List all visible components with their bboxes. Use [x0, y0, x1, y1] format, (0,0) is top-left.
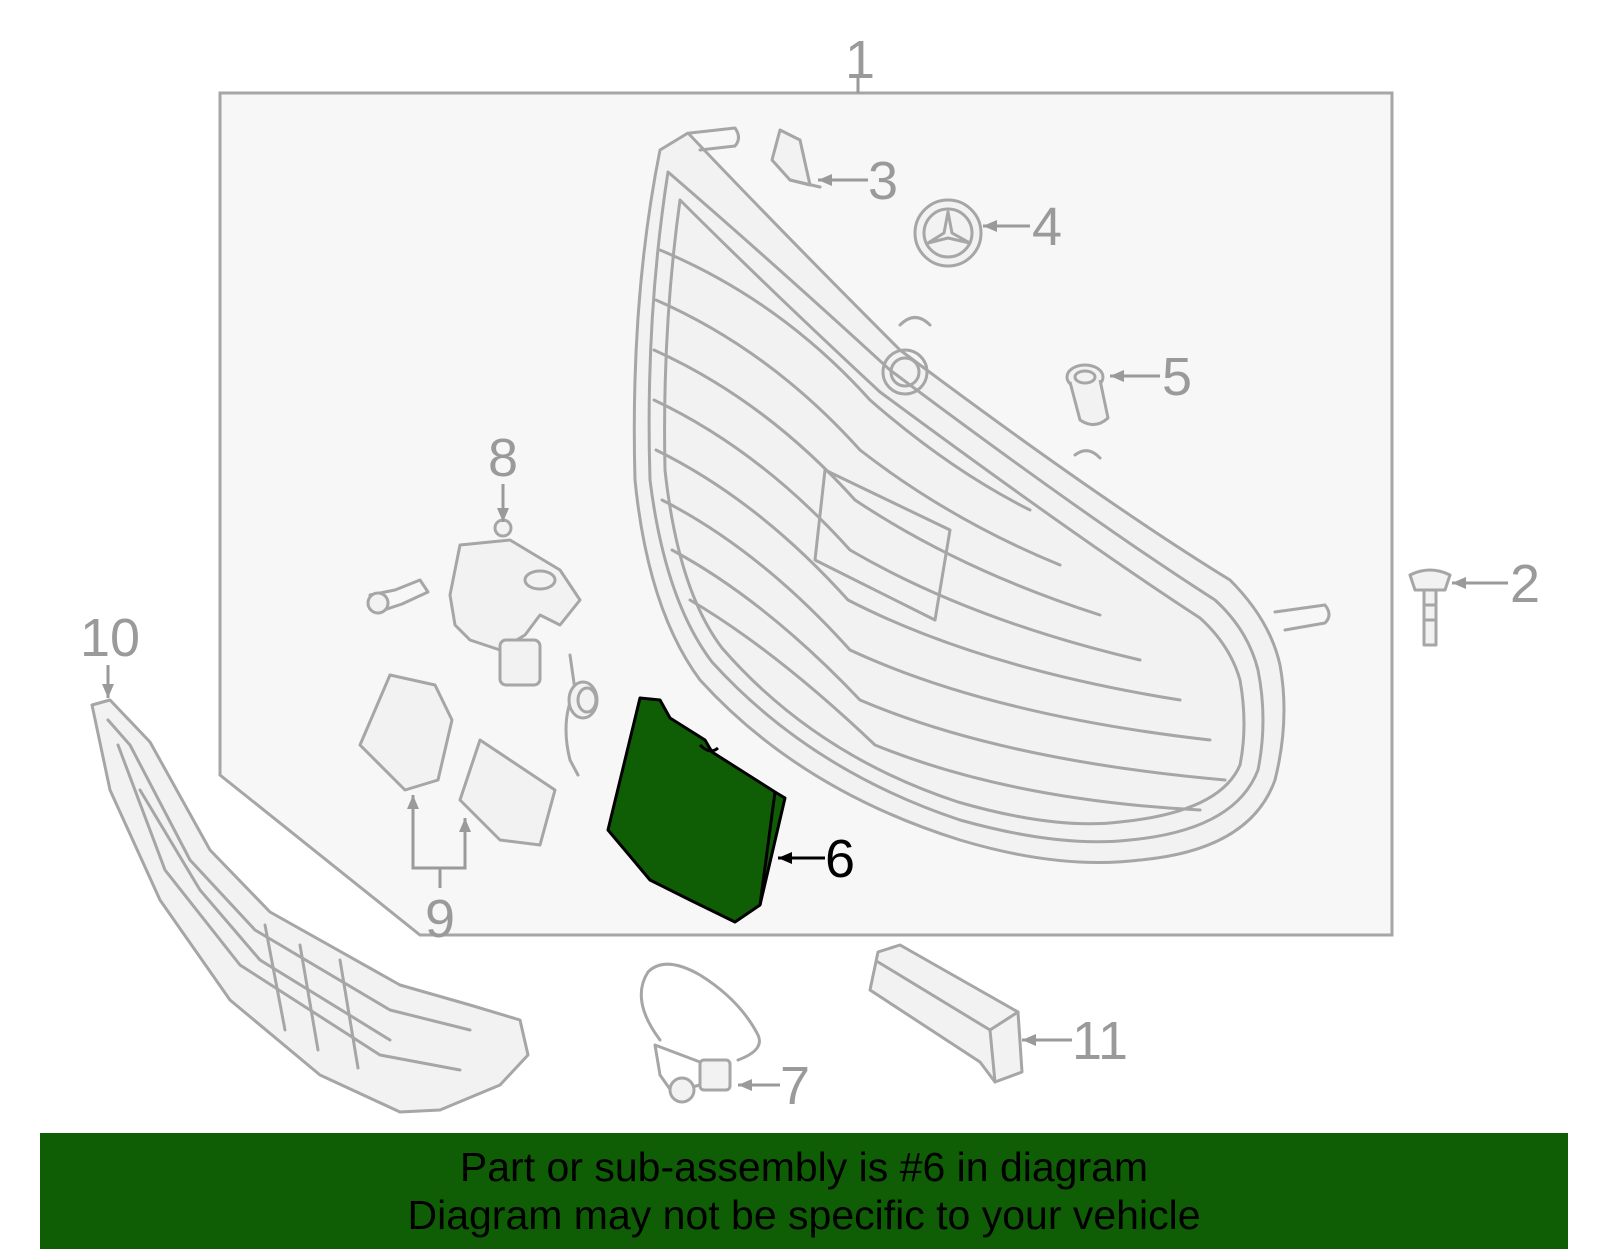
callout-11: 11: [1072, 1011, 1128, 1071]
part-6-bracket-highlighted: [606, 696, 787, 924]
arrow-6: [778, 852, 792, 864]
callout-1: 1: [845, 30, 875, 90]
callout-6: 6: [825, 829, 855, 889]
callout-7: 7: [780, 1056, 810, 1116]
callout-4: 4: [1032, 197, 1062, 257]
part-10-lower-grille: [90, 698, 530, 1114]
callout-3: 3: [868, 151, 898, 211]
part-3-clip: [770, 128, 822, 189]
info-banner: Part or sub-assembly is #6 in diagram Di…: [40, 1133, 1568, 1249]
banner-line-1: Part or sub-assembly is #6 in diagram: [459, 1144, 1149, 1190]
part-11-molding: [868, 943, 1024, 1084]
arrow-8: [497, 508, 509, 522]
arrow-4: [983, 220, 997, 232]
arrow-5: [1110, 370, 1124, 382]
arrow-3: [818, 174, 832, 186]
arrow-11: [1022, 1034, 1036, 1046]
part-4-emblem: [913, 198, 983, 268]
callout-5: 5: [1162, 347, 1192, 407]
part-8-actuator: [366, 518, 582, 687]
banner-line-2: Diagram may not be specific to your vehi…: [407, 1192, 1201, 1238]
arrow-9b: [459, 818, 471, 832]
callout-2: 2: [1510, 554, 1540, 614]
arrow-7: [738, 1079, 752, 1091]
main-grille: [632, 126, 1331, 864]
callout-9: 9: [425, 889, 455, 949]
part-2-bolt: [1408, 568, 1452, 647]
part-5-bushing: [1065, 363, 1110, 426]
part-9-flaps: [358, 673, 557, 847]
spring: [564, 653, 599, 777]
arrow-2: [1452, 577, 1466, 589]
callout-8: 8: [488, 428, 518, 488]
arrow-9a: [407, 795, 419, 809]
arrow-10: [102, 684, 114, 698]
part-7-sensor: [639, 962, 761, 1104]
callout-10: 10: [80, 608, 140, 668]
